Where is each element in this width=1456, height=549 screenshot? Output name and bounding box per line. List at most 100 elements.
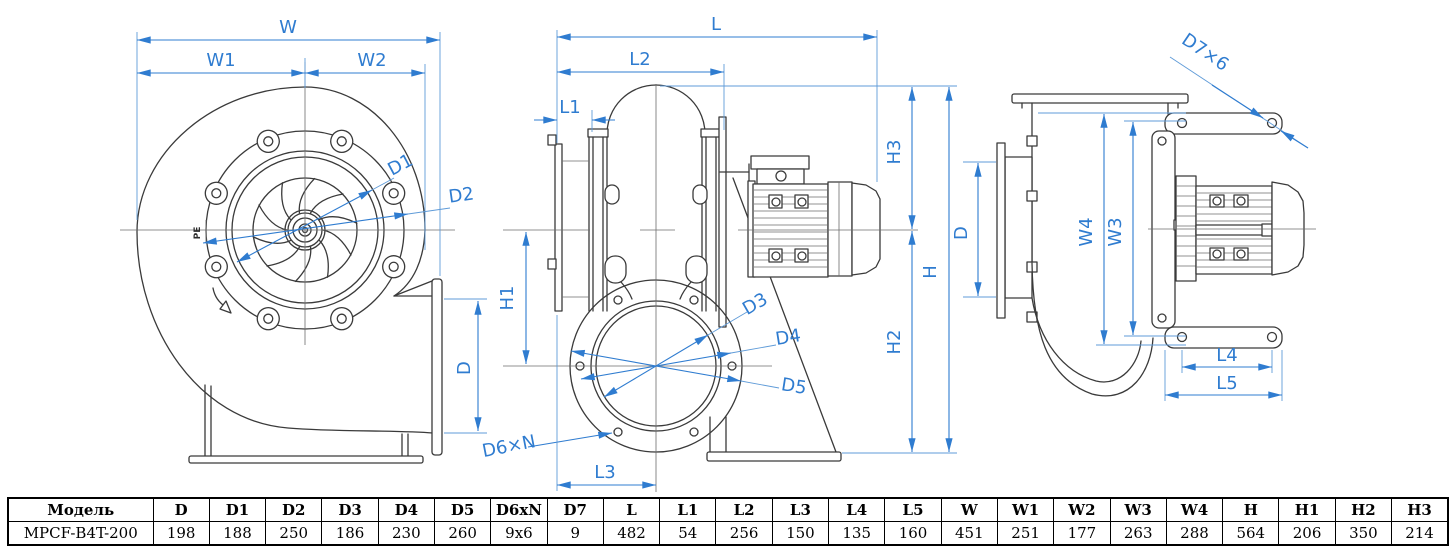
value-cell: 482 (602, 521, 661, 546)
dimension-l4: L4 (1181, 345, 1273, 373)
pe-ground-mark: PE (193, 220, 207, 242)
rotation-arrow (212, 287, 232, 314)
dimension-w: W (136, 17, 441, 276)
dimension-d-rear: D (951, 161, 996, 298)
dim-label-d6xn: D6×N (481, 431, 538, 462)
dimension-w1-w2: W1 W2 (136, 50, 426, 250)
motor-side (747, 155, 881, 278)
col-header: L2 (715, 497, 773, 522)
col-header: W (940, 497, 998, 522)
dim-label-d1: D1 (384, 150, 416, 180)
scroll-housing (136, 86, 434, 434)
inlet-flange-rear (996, 135, 1038, 323)
dim-label-d2: D2 (447, 183, 475, 207)
col-header: D4 (377, 497, 435, 522)
fan-base (188, 384, 424, 464)
value-cell: 188 (208, 521, 267, 546)
value-cell: 251 (996, 521, 1055, 546)
value-cell: 256 (715, 521, 773, 546)
dimension-h3: H3 (884, 86, 916, 230)
col-header: H (1222, 497, 1280, 522)
value-cell: 186 (321, 521, 379, 546)
mounting-brackets (1151, 112, 1283, 349)
dim-label-d5: D5 (780, 374, 808, 399)
dimension-h: H (660, 85, 957, 454)
dim-label-w3: W3 (1105, 217, 1126, 246)
col-header: L (602, 497, 661, 522)
col-header: L4 (828, 497, 886, 522)
dim-label-w4: W4 (1076, 217, 1097, 246)
motor-body (752, 183, 829, 278)
value-cell: 451 (940, 521, 998, 546)
dimension-l2: L2 (556, 49, 725, 130)
dim-label-w2: W2 (357, 50, 386, 71)
dim-label-w: W (279, 17, 297, 38)
value-cell: 198 (152, 521, 210, 546)
dim-label-h1: H1 (497, 286, 518, 311)
dim-label-l: L (711, 14, 721, 35)
col-header: D3 (321, 497, 379, 522)
side-view: L L2 L1 H1 H3 H2 H (481, 14, 957, 492)
col-header: D (152, 497, 210, 522)
dimension-d2: D2 (202, 183, 475, 245)
motor-fan-cover-rear (1271, 181, 1305, 276)
col-header: W1 (996, 497, 1055, 522)
dimension-d6xn: D6×N (481, 431, 613, 462)
dim-label-l4: L4 (1216, 345, 1237, 366)
dim-label-d7x6: D7×6 (1178, 29, 1233, 75)
value-cell: 350 (1334, 521, 1393, 546)
dim-label-d3: D3 (739, 289, 771, 320)
dim-label-l1: L1 (559, 97, 580, 118)
model-cell: MPCF-B4T-200 (7, 521, 154, 546)
value-cell: 250 (265, 521, 323, 546)
dimension-l5: L5 (1164, 350, 1283, 401)
col-header: W2 (1053, 497, 1111, 522)
col-header: H1 (1278, 497, 1336, 522)
dimension-l: L (556, 14, 878, 182)
value-cell: 177 (1053, 521, 1111, 546)
top-bracket (1164, 112, 1283, 135)
mounting-plate-edge (718, 116, 727, 328)
value-cell: 9 (546, 521, 604, 546)
rear-view: D7×6 D W4 W3 L4 (951, 29, 1316, 401)
terminal-box-lid (750, 155, 810, 170)
table-row: MPCF-B4T-200 198 188 250 186 230 260 9x6… (7, 521, 1449, 546)
value-cell: 230 (377, 521, 435, 546)
casing-side (587, 84, 727, 328)
dimension-d4: D4 (580, 325, 802, 381)
value-cell: 260 (433, 521, 492, 546)
col-header: L3 (771, 497, 830, 522)
value-cell: 160 (884, 521, 942, 546)
col-header: D7 (546, 497, 604, 522)
dim-label-h2: H2 (884, 330, 905, 355)
col-header: D1 (208, 497, 267, 522)
mounting-plate (1151, 130, 1176, 329)
dim-label-d: D (454, 361, 475, 375)
dim-label-d-rear: D (951, 226, 972, 240)
value-cell: 288 (1165, 521, 1224, 546)
dimension-d-outlet: D (444, 298, 487, 434)
col-header: W4 (1165, 497, 1224, 522)
value-cell: 9x6 (490, 521, 548, 546)
dimension-w4: W4 (1038, 112, 1186, 346)
dimension-l1: L1 (534, 97, 615, 132)
motor-rear (1148, 175, 1316, 282)
value-cell: 54 (659, 521, 717, 546)
drawing-canvas: PE W W1 W2 D1 D2 (120, 14, 1316, 492)
col-header: D2 (265, 497, 323, 522)
dimension-l3: L3 (556, 315, 657, 491)
col-header: D5 (433, 497, 492, 522)
dim-label-w1: W1 (206, 50, 235, 71)
dim-label-h3: H3 (884, 140, 905, 165)
col-header: D6xN (490, 497, 548, 522)
col-header: H2 (1334, 497, 1393, 522)
value-cell: 135 (828, 521, 886, 546)
value-cell: 263 (1109, 521, 1167, 546)
motor-fan-cover (851, 182, 881, 276)
dim-label-l2: L2 (629, 49, 650, 70)
col-header: L5 (884, 497, 942, 522)
value-cell: 206 (1278, 521, 1336, 546)
dimension-d5: D5 (570, 349, 808, 399)
value-cell: 564 (1222, 521, 1280, 546)
